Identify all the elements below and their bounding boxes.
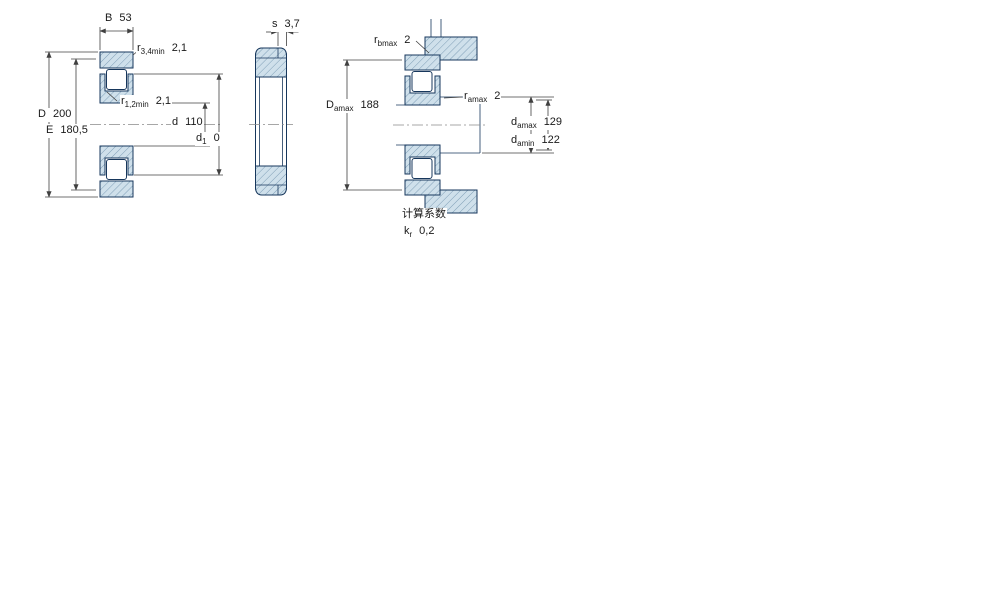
dim-subscript: amin bbox=[517, 139, 535, 149]
dim-label-E: E 180,5 bbox=[45, 124, 89, 139]
dim-value: 2 bbox=[494, 90, 501, 102]
dim-symbol: d bbox=[511, 134, 518, 146]
dim-label-r12min: r1,2min 2,1 bbox=[120, 95, 172, 110]
dim-symbol: r bbox=[464, 90, 468, 102]
outer-ring-top bbox=[404, 54, 441, 71]
dim-value: 200 bbox=[52, 108, 72, 120]
roller-top-right-view bbox=[411, 71, 433, 92]
outer-ring-section-bottom bbox=[99, 180, 134, 198]
dim-subscript: 1,2min bbox=[124, 100, 149, 110]
leader-r12min bbox=[106, 91, 118, 102]
dim-label-damin: damin 122 bbox=[510, 134, 561, 149]
dim-value: 53 bbox=[119, 12, 132, 24]
dim-subscript: 1 bbox=[202, 137, 207, 147]
roller-bottom-right-view bbox=[411, 158, 433, 179]
dim-label-damax: damax 129 bbox=[510, 116, 564, 131]
dim-value: 0 bbox=[213, 132, 220, 144]
dim-label-Damax: Damax 188 bbox=[325, 99, 380, 114]
dim-value: 2 bbox=[404, 34, 411, 46]
outer-ring-section-top bbox=[99, 51, 134, 69]
middle-side-view bbox=[249, 47, 293, 196]
dim-symbol: D bbox=[326, 99, 334, 111]
dim-label-rbmax: rbmax 2 bbox=[373, 34, 412, 49]
dim-symbol: k bbox=[404, 225, 410, 237]
outer-ring-bottom bbox=[404, 179, 441, 196]
right-mounted-view bbox=[393, 19, 487, 214]
roller-bottom bbox=[106, 159, 127, 180]
calc-factors-title: 计算系数 bbox=[401, 208, 447, 221]
dim-symbol: r bbox=[374, 34, 378, 46]
dim-value: 2,1 bbox=[155, 95, 171, 107]
dim-symbol: B bbox=[105, 12, 113, 24]
dim-subscript: amax bbox=[467, 95, 488, 105]
dim-label-kr: kr 0,2 bbox=[403, 225, 436, 240]
leader-ramax bbox=[443, 96, 463, 99]
dim-label-d: d 110 bbox=[171, 116, 204, 131]
dim-value: 188 bbox=[360, 99, 379, 111]
dim-value: 110 bbox=[185, 116, 203, 128]
dim-symbol: D bbox=[38, 108, 46, 120]
dim-value: 2,1 bbox=[171, 42, 187, 54]
ring-section-top bbox=[255, 47, 287, 78]
dim-label-D: D 200 bbox=[37, 108, 73, 123]
dim-subscript: r bbox=[409, 230, 413, 240]
inner-ring-bottom bbox=[404, 144, 441, 175]
dim-symbol: r bbox=[121, 95, 125, 107]
dim-symbol: r bbox=[137, 42, 141, 54]
dim-symbol: E bbox=[46, 124, 54, 136]
dim-label-B: B 53 bbox=[104, 12, 133, 27]
dim-subscript: amax bbox=[333, 104, 354, 114]
dim-value: 0,2 bbox=[419, 225, 435, 237]
dim-value: 180,5 bbox=[60, 124, 88, 136]
dim-value: 122 bbox=[541, 134, 560, 146]
dim-subscript: 3,4min bbox=[140, 47, 165, 57]
dim-symbol: d bbox=[172, 116, 179, 128]
dim-symbol: s bbox=[272, 18, 278, 30]
dim-subscript: bmax bbox=[377, 39, 398, 49]
dim-symbol: d bbox=[511, 116, 518, 128]
dim-subscript: amax bbox=[517, 121, 537, 131]
leader-rbmax bbox=[415, 40, 430, 54]
dim-value: 129 bbox=[543, 116, 563, 128]
dim-label-s: s 3,7 bbox=[271, 18, 301, 33]
dim-value: 3,7 bbox=[284, 18, 300, 30]
left-section-view bbox=[90, 51, 222, 198]
dim-label-r34min: r3,4min 2,1 bbox=[136, 42, 188, 57]
inner-ring-section-bottom bbox=[99, 145, 134, 176]
dim-label-ramax: ramax 2 bbox=[463, 90, 502, 105]
roller-top bbox=[106, 69, 127, 90]
dim-symbol: d bbox=[196, 132, 203, 144]
ring-section-bottom bbox=[255, 165, 287, 196]
inner-ring-top bbox=[404, 75, 441, 106]
